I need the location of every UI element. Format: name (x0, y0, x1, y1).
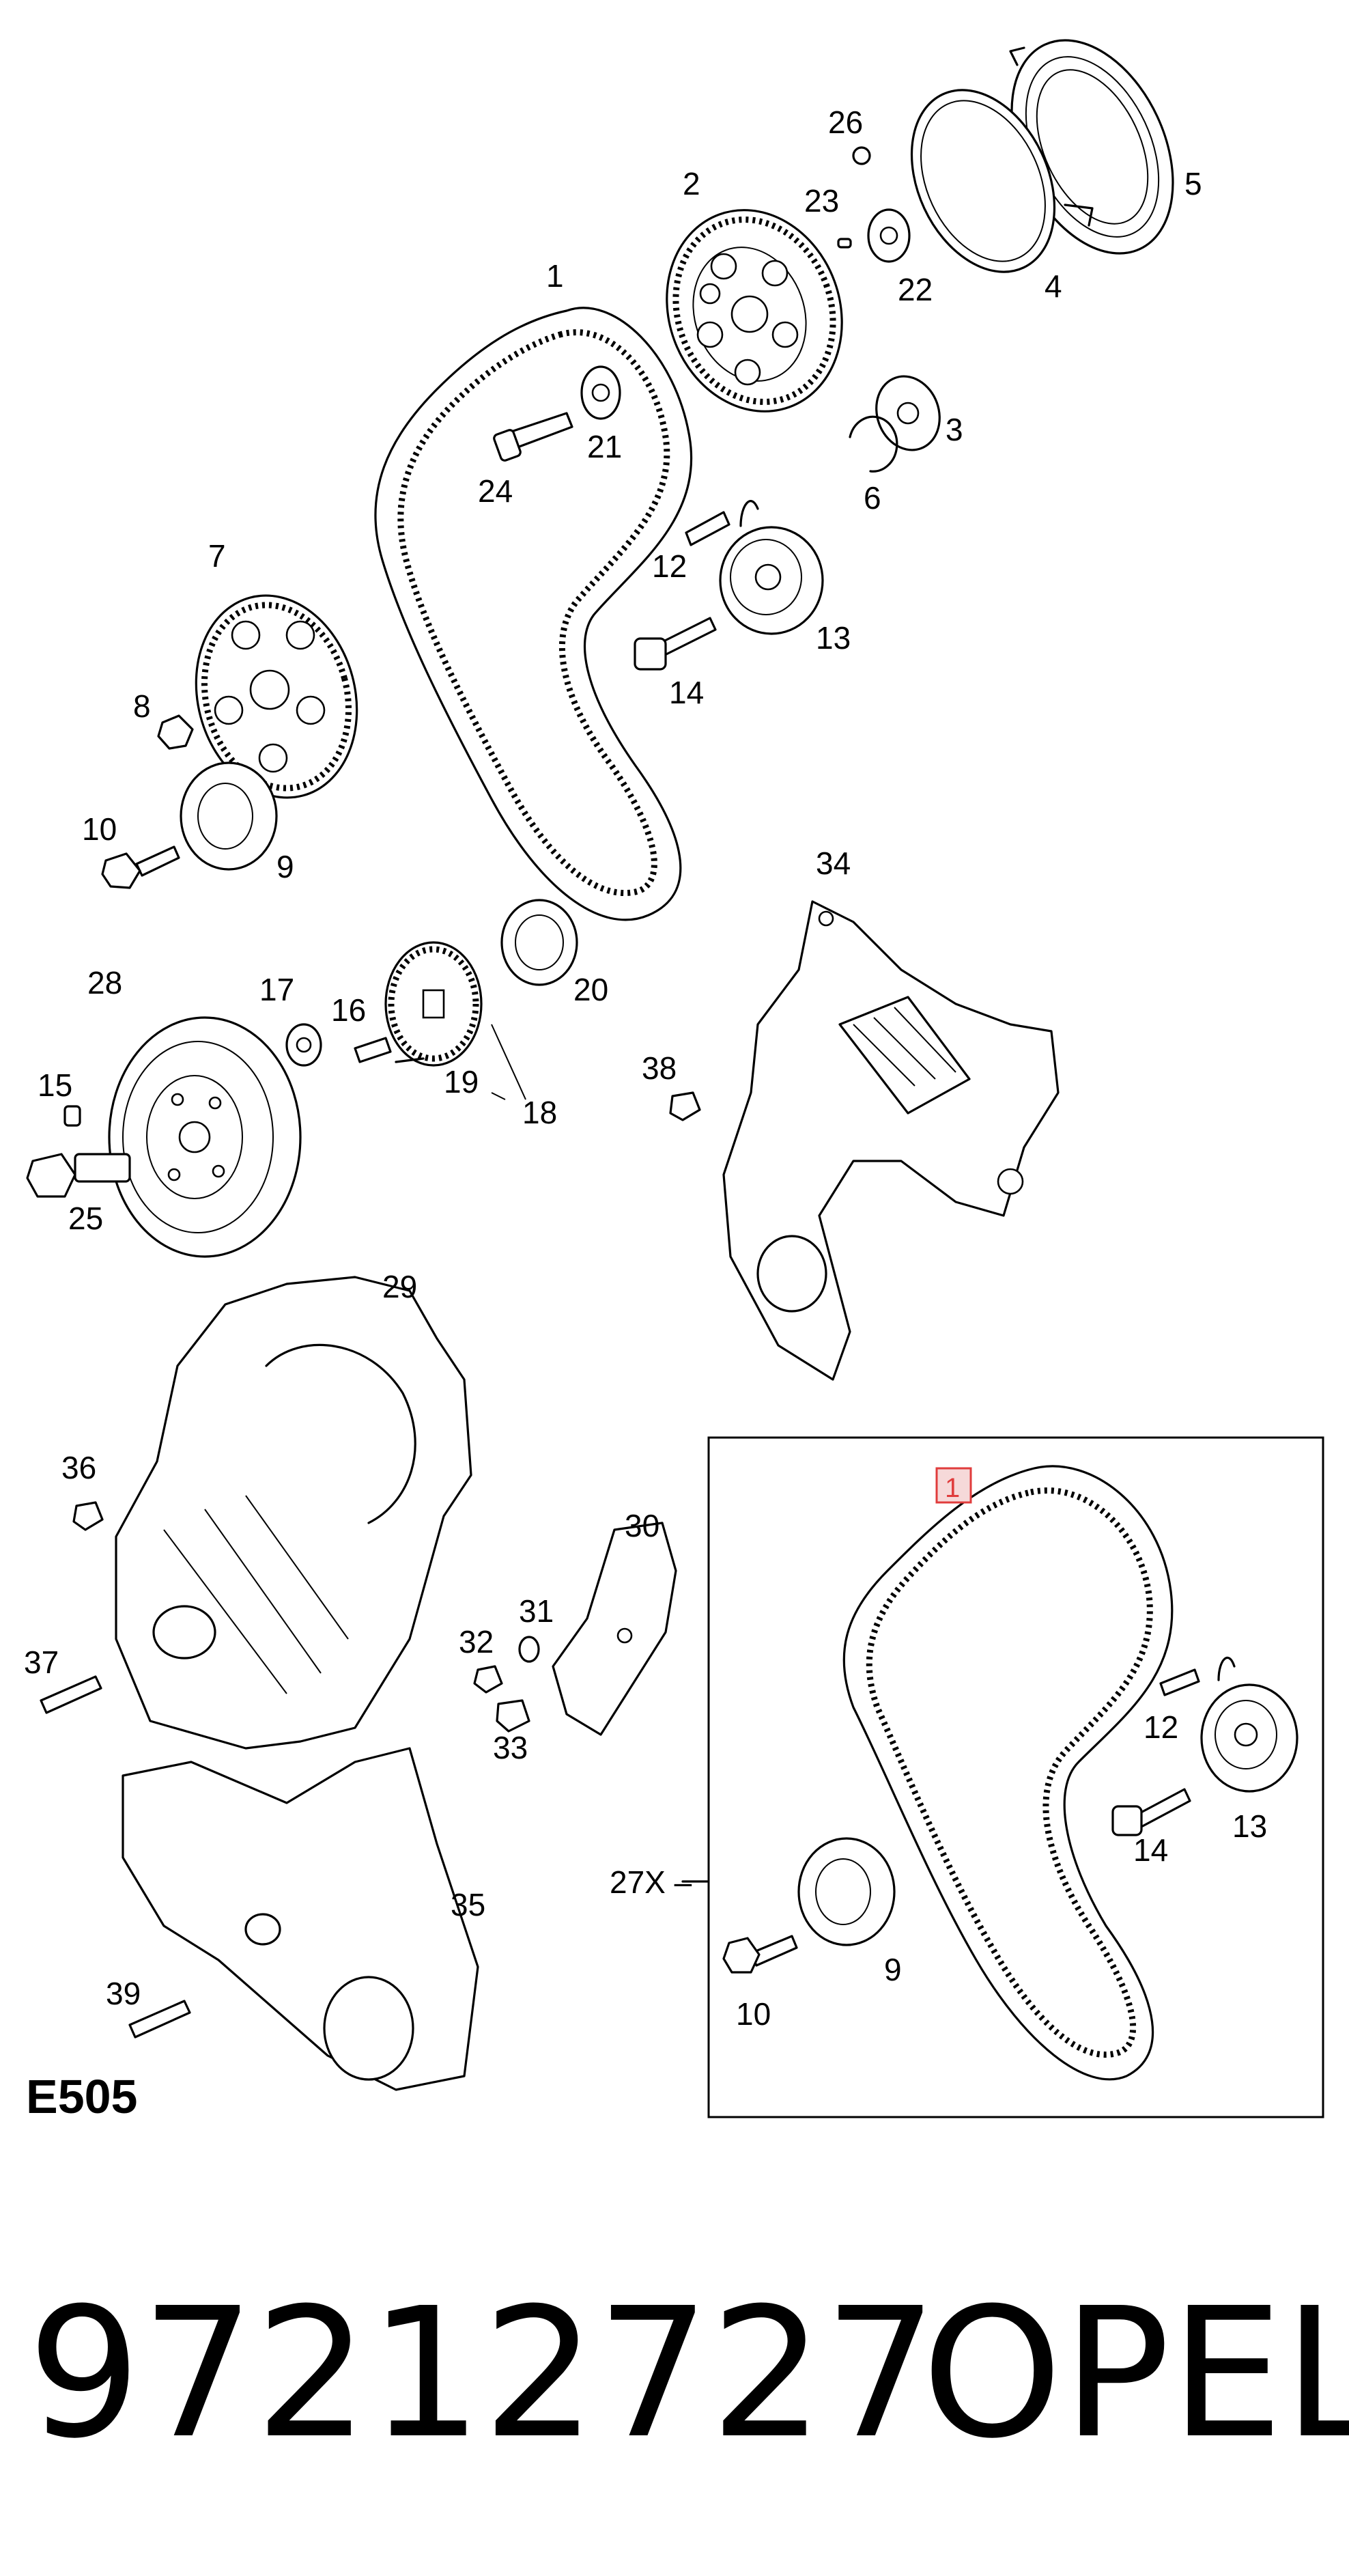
camshaft-sprocket (666, 209, 843, 412)
callout-23: 23 (804, 183, 839, 219)
callout-24: 24 (478, 473, 513, 509)
leader-lines (491, 1024, 526, 1100)
callout-19: 19 (444, 1064, 479, 1100)
part-number: 97212727 (27, 2269, 938, 2478)
kit-label: 27X – (610, 1864, 692, 1900)
cam-small-parts (493, 146, 941, 473)
callout-26: 26 (828, 104, 863, 140)
callout-5: 5 (1184, 166, 1202, 201)
kit-callout-9: 9 (884, 1952, 902, 1987)
callout-labels: 1 2 3 4 5 6 7 8 9 10 12 13 14 15 16 17 1… (24, 104, 1267, 2032)
callout-1: 1 (546, 258, 564, 294)
cover-bracket (473, 1522, 677, 1736)
callout-29: 29 (382, 1269, 417, 1304)
upper-front-cover (40, 1276, 472, 1750)
pump-sprocket (101, 594, 358, 889)
seal-ring (910, 89, 1056, 273)
callout-7: 7 (208, 538, 226, 574)
callout-13: 13 (816, 620, 851, 656)
callout-33: 33 (493, 1730, 528, 1765)
callout-38: 38 (642, 1050, 677, 1086)
brand-name: OPEL (922, 2269, 1349, 2478)
crank-pulley (26, 1016, 302, 1258)
kit-highlight-callout: 1 (945, 1473, 960, 1503)
lower-front-cover (122, 1747, 479, 2091)
callout-20: 20 (573, 972, 608, 1007)
callout-8: 8 (133, 688, 151, 724)
kit-box (681, 1436, 1324, 2118)
callout-4: 4 (1045, 268, 1062, 304)
timing-belt (374, 307, 693, 921)
kit-callout-12: 12 (1144, 1709, 1178, 1745)
callout-9: 9 (276, 849, 294, 884)
tensioner (634, 500, 824, 671)
callout-31: 31 (519, 1593, 554, 1629)
kit-callout-13: 13 (1232, 1808, 1267, 1844)
callout-37: 37 (24, 1644, 59, 1680)
callout-17: 17 (259, 972, 294, 1007)
kit-callout-10: 10 (736, 1996, 771, 2032)
callout-36: 36 (61, 1450, 96, 1485)
callout-30: 30 (625, 1508, 659, 1543)
rear-cover (669, 900, 1060, 1381)
callout-3: 3 (946, 412, 963, 447)
callout-28: 28 (87, 965, 122, 1000)
callout-25: 25 (68, 1201, 103, 1236)
callout-16: 16 (331, 992, 366, 1028)
diagram-code: E505 (26, 2070, 138, 2123)
callout-15: 15 (38, 1067, 72, 1103)
callout-21: 21 (587, 429, 622, 464)
callout-2: 2 (683, 166, 700, 201)
callout-18: 18 (522, 1095, 557, 1130)
callout-39: 39 (106, 1976, 141, 2011)
kit-highlight-box (935, 1467, 972, 1504)
callout-14: 14 (669, 675, 704, 710)
callout-32: 32 (459, 1624, 494, 1660)
callout-22: 22 (898, 272, 933, 307)
callout-10: 10 (82, 811, 117, 847)
callout-34: 34 (816, 845, 851, 881)
callout-6: 6 (864, 480, 881, 516)
kit-callout-14: 14 (1133, 1832, 1168, 1868)
callout-12: 12 (652, 548, 687, 584)
callout-35: 35 (451, 1887, 485, 1922)
crank-sprocket (285, 899, 578, 1067)
